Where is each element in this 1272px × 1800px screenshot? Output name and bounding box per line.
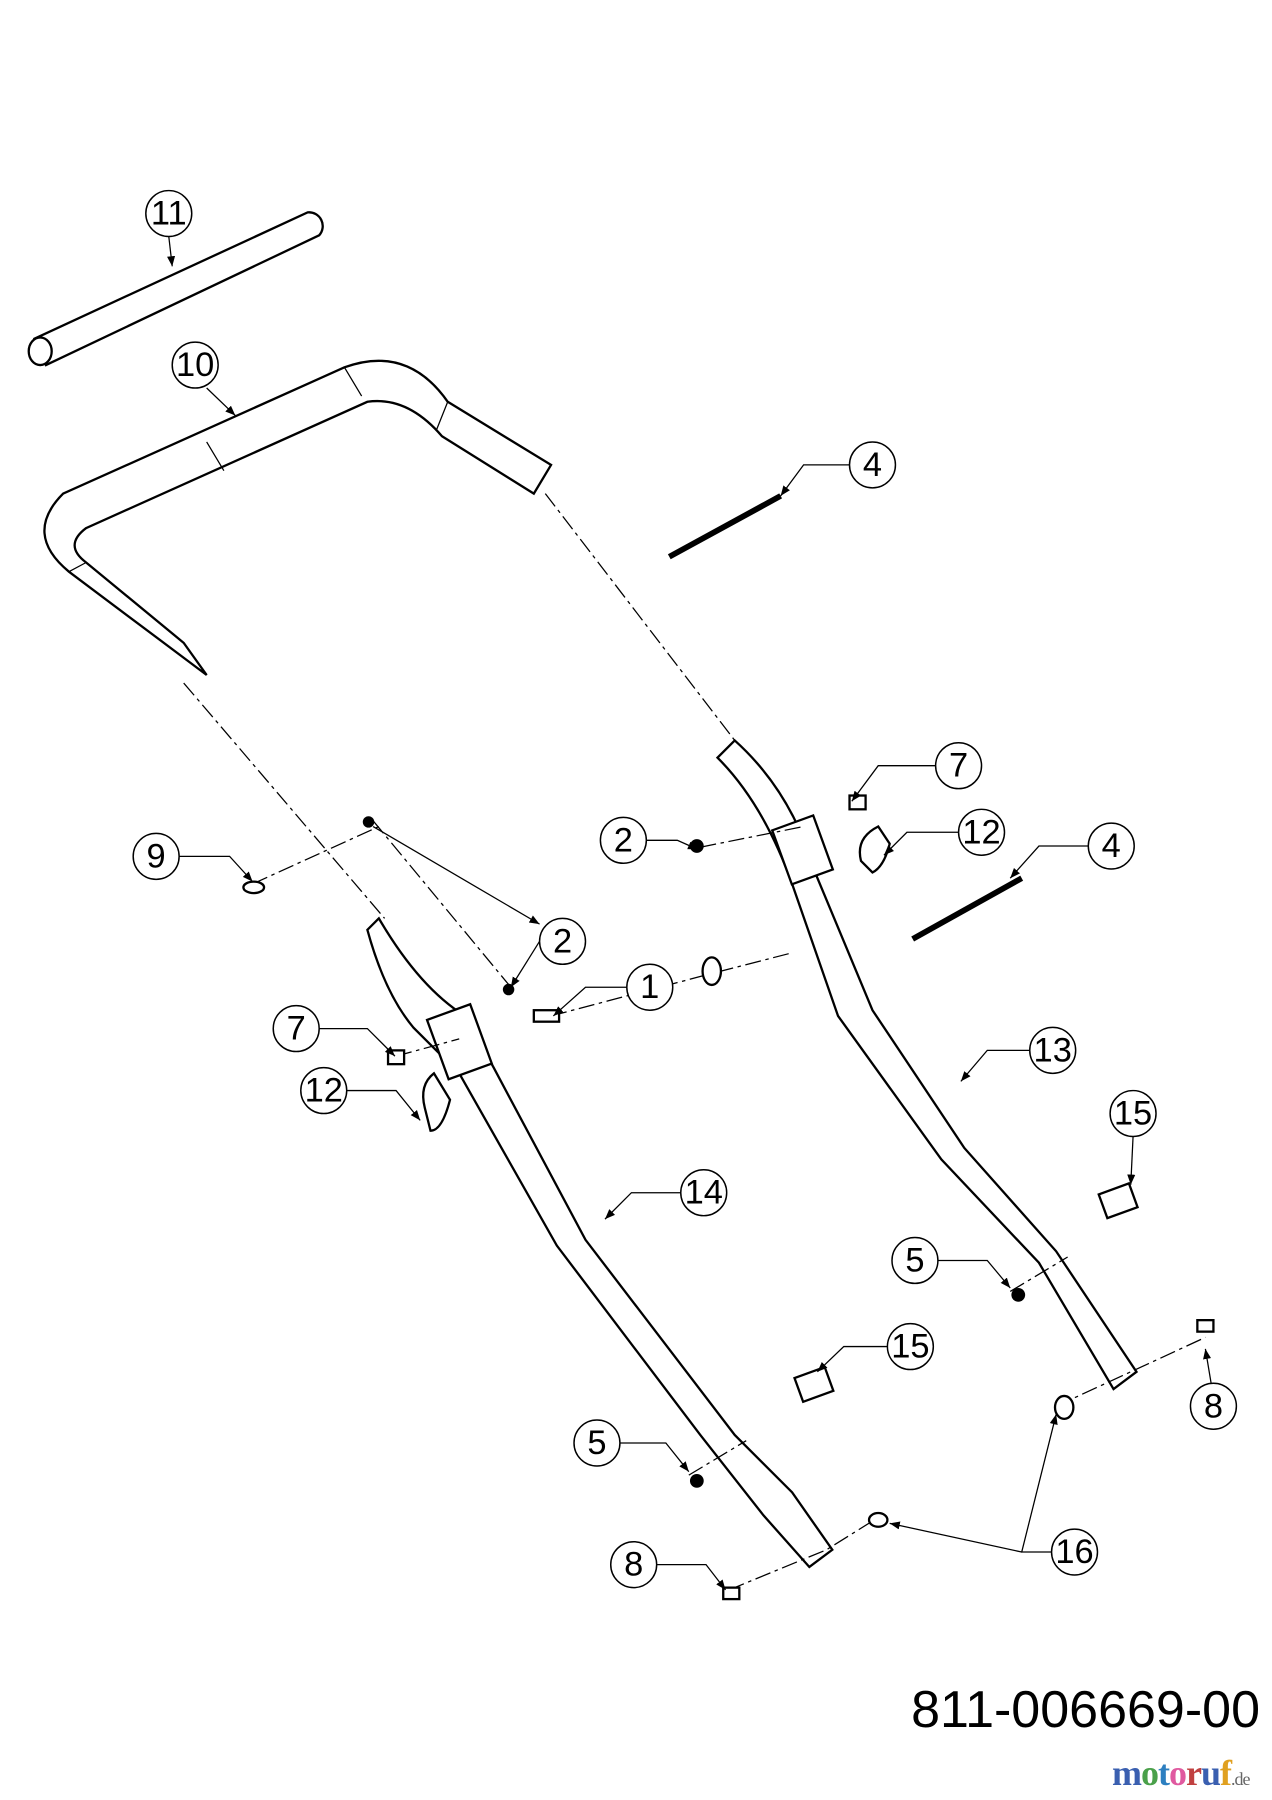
callout-11: 11 <box>145 189 193 238</box>
callout-8: 8 <box>1189 1382 1238 1430</box>
callout-5: 5 <box>573 1419 621 1467</box>
right-bracket <box>770 813 835 886</box>
svg-text:12: 12 <box>305 1072 343 1110</box>
hardware <box>242 493 1215 1601</box>
svg-text:8: 8 <box>1204 1387 1223 1425</box>
part-number: 811-006669-00 <box>911 1681 1260 1739</box>
svg-text:2: 2 <box>614 821 633 859</box>
svg-text:7: 7 <box>949 747 968 785</box>
callout-15: 15 <box>1109 1089 1157 1138</box>
callout-16: 16 <box>1050 1528 1099 1576</box>
callout-4: 4 <box>1087 822 1135 870</box>
watermark-logo: motoruf.de <box>1112 1753 1250 1793</box>
svg-text:9: 9 <box>147 837 166 875</box>
svg-text:10: 10 <box>176 346 214 384</box>
callout-1: 1 <box>626 963 674 1011</box>
svg-text:5: 5 <box>587 1424 606 1462</box>
left-bracket <box>425 1002 494 1081</box>
svg-text:13: 13 <box>1034 1031 1072 1069</box>
callout-2: 2 <box>599 816 648 865</box>
callout-5: 5 <box>891 1236 939 1285</box>
callout-12: 12 <box>300 1066 348 1115</box>
svg-text:1: 1 <box>640 968 659 1006</box>
svg-text:4: 4 <box>1102 827 1121 865</box>
callout-15: 15 <box>886 1322 935 1371</box>
callout-13: 13 <box>1029 1026 1077 1075</box>
svg-text:15: 15 <box>1114 1095 1152 1133</box>
lower-handle-right <box>544 493 1139 1391</box>
upper-handle <box>43 359 553 676</box>
grip-tube <box>27 211 324 367</box>
callout-7: 7 <box>934 741 983 790</box>
callout-7: 7 <box>272 1004 320 1053</box>
svg-text:15: 15 <box>891 1328 929 1366</box>
svg-text:4: 4 <box>863 446 882 484</box>
svg-text:12: 12 <box>962 813 1000 851</box>
svg-text:8: 8 <box>624 1546 643 1584</box>
svg-text:7: 7 <box>287 1010 306 1048</box>
callout-4: 4 <box>848 441 897 489</box>
svg-text:5: 5 <box>905 1241 924 1279</box>
svg-text:16: 16 <box>1055 1533 1093 1571</box>
svg-text:14: 14 <box>685 1174 723 1212</box>
svg-text:11: 11 <box>151 195 187 233</box>
callout-8: 8 <box>609 1540 658 1589</box>
svg-text:2: 2 <box>553 922 572 960</box>
callout-14: 14 <box>680 1169 728 1217</box>
callout-12: 12 <box>957 808 1006 856</box>
lower-handle-left <box>183 682 834 1569</box>
callout-10: 10 <box>171 341 219 389</box>
callout-9: 9 <box>132 832 180 881</box>
callout-2: 2 <box>538 917 587 966</box>
